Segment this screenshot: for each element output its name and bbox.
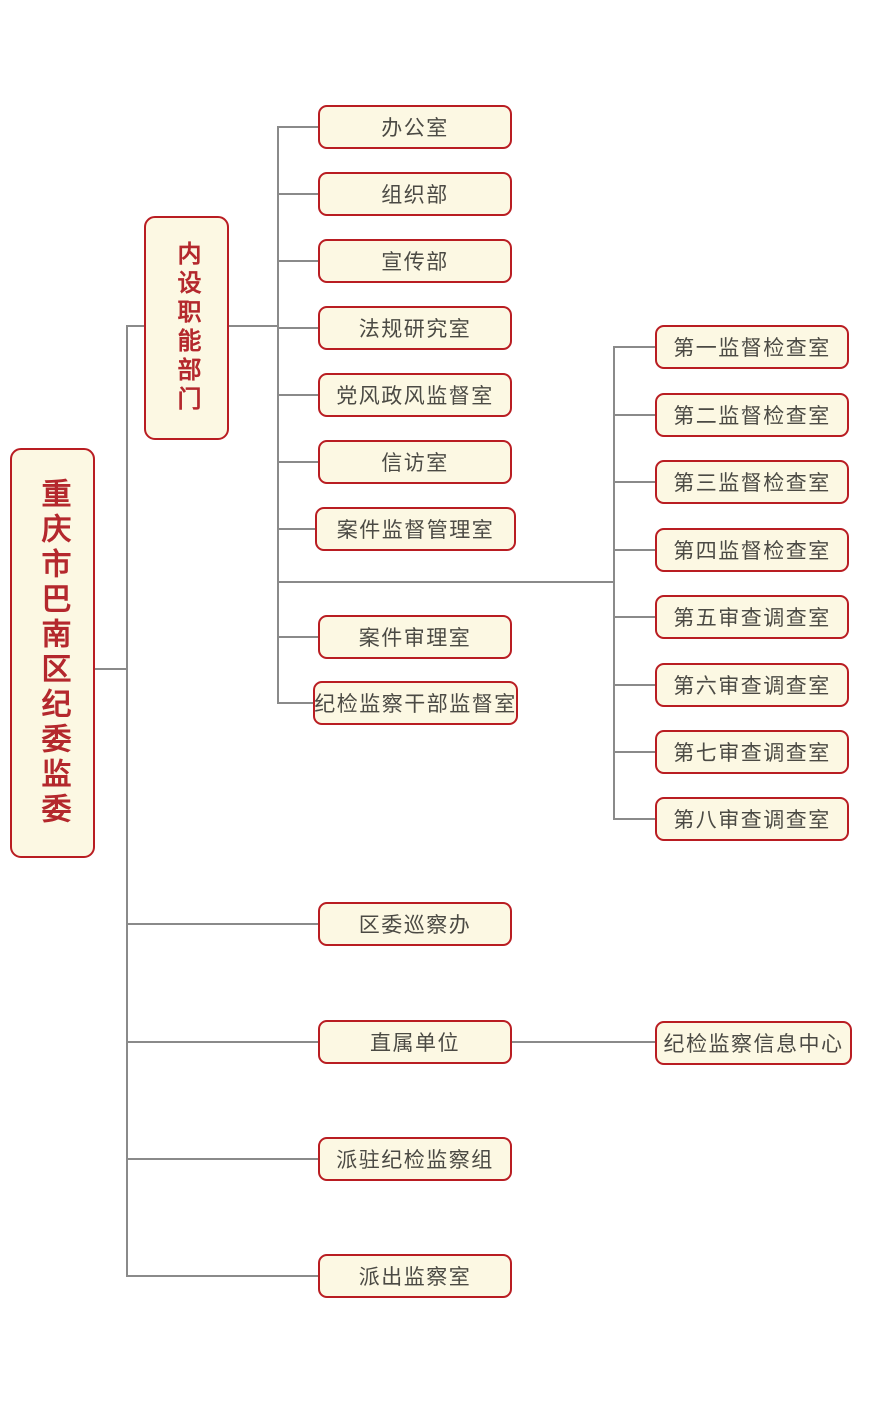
connector-stub-office-6 (613, 684, 655, 686)
connector-stub-case-supervision (277, 528, 318, 530)
node-label: 第五审查调查室 (673, 607, 831, 630)
connector-main-trunk (126, 325, 128, 1277)
node-label: 案件监督管理室 (336, 519, 495, 542)
node-label: 派出监察室 (358, 1266, 472, 1289)
connector-stub-office (277, 126, 318, 128)
node-label: 纪检监察干部监督室 (314, 693, 517, 716)
node-supervision-inspection-office-2: 第二监督检查室 (655, 393, 849, 437)
connector-stub-dispatched-groups (126, 1158, 318, 1160)
node-label: 法规研究室 (358, 318, 472, 341)
node-review-investigation-office-6: 第六审查调查室 (655, 663, 849, 707)
node-internal-departments-group: 内设职能部门 (144, 216, 229, 440)
connector-stub-office-2 (613, 414, 655, 416)
node-label: 第八审查调查室 (673, 809, 831, 832)
connector-stub-office-7 (613, 751, 655, 753)
node-dispatched-supervision-offices: 派出监察室 (318, 1254, 512, 1298)
node-directly-affiliated-units: 直属单位 (318, 1020, 512, 1064)
node-group-label: 内设职能部门 (173, 241, 199, 415)
node-publicity-department: 宣传部 (318, 239, 512, 283)
connector-right-trunk (613, 346, 615, 820)
connector-stub-party-conduct (277, 394, 318, 396)
node-office: 办公室 (318, 105, 512, 149)
node-supervision-inspection-office-3: 第三监督检查室 (655, 460, 849, 504)
node-case-trial-office: 案件审理室 (318, 615, 512, 659)
connector-group-left-stub (126, 325, 144, 327)
connector-stub-letters-visits (277, 461, 318, 463)
connector-stub-office-1 (613, 346, 655, 348)
connector-stub-cadre-supervision (277, 702, 318, 704)
connector-stub-publicity (277, 260, 318, 262)
node-party-conduct-supervision-office: 党风政风监督室 (318, 373, 512, 417)
connector-stub-dispatched-offices (126, 1275, 318, 1277)
connector-stub-organization (277, 193, 318, 195)
node-label: 办公室 (381, 117, 449, 140)
connector-stub-directly-affiliated (126, 1041, 318, 1043)
connector-branch-to-offices (277, 581, 614, 583)
node-root-label: 重庆市巴南区纪委监委 (36, 478, 70, 828)
node-organization-department: 组织部 (318, 172, 512, 216)
connector-stub-district-inspection (126, 923, 318, 925)
connector-inner-trunk (277, 126, 279, 704)
connector-stub-regulations (277, 327, 318, 329)
node-regulations-research-office: 法规研究室 (318, 306, 512, 350)
node-label: 案件审理室 (358, 627, 472, 650)
node-label: 第七审查调查室 (673, 742, 831, 765)
node-label: 纪检监察信息中心 (663, 1033, 844, 1056)
node-label: 区委巡察办 (358, 914, 472, 937)
node-label: 派驻纪检监察组 (336, 1149, 494, 1172)
node-label: 信访室 (381, 452, 449, 475)
node-label: 党风政风监督室 (336, 385, 494, 408)
connector-stub-office-5 (613, 616, 655, 618)
node-discipline-info-center: 纪检监察信息中心 (655, 1021, 852, 1065)
connector-stub-info-center (512, 1041, 655, 1043)
node-district-inspection-office: 区委巡察办 (318, 902, 512, 946)
connector-stub-office-8 (613, 818, 655, 820)
connector-stub-case-trial (277, 636, 318, 638)
node-root-commission: 重庆市巴南区纪委监委 (10, 448, 95, 858)
node-label: 直属单位 (370, 1032, 460, 1055)
connector-root-stub (95, 668, 127, 670)
node-label: 第一监督检查室 (673, 337, 831, 360)
node-label: 组织部 (381, 184, 449, 207)
node-label: 第二监督检查室 (673, 405, 831, 428)
node-dispatched-discipline-groups: 派驻纪检监察组 (318, 1137, 512, 1181)
node-cadre-supervision-office: 纪检监察干部监督室 (313, 681, 518, 725)
node-review-investigation-office-8: 第八审查调查室 (655, 797, 849, 841)
connector-stub-office-3 (613, 481, 655, 483)
node-review-investigation-office-7: 第七审查调查室 (655, 730, 849, 774)
node-label: 第四监督检查室 (673, 540, 831, 563)
node-label: 第六审查调查室 (673, 675, 831, 698)
node-label: 宣传部 (381, 251, 449, 274)
node-letters-visits-office: 信访室 (318, 440, 512, 484)
node-supervision-inspection-office-1: 第一监督检查室 (655, 325, 849, 369)
connector-stub-office-4 (613, 549, 655, 551)
node-label: 第三监督检查室 (673, 472, 831, 495)
node-case-supervision-management-office: 案件监督管理室 (315, 507, 516, 551)
node-supervision-inspection-office-4: 第四监督检查室 (655, 528, 849, 572)
connector-group-right-stub (229, 325, 278, 327)
node-review-investigation-office-5: 第五审查调查室 (655, 595, 849, 639)
